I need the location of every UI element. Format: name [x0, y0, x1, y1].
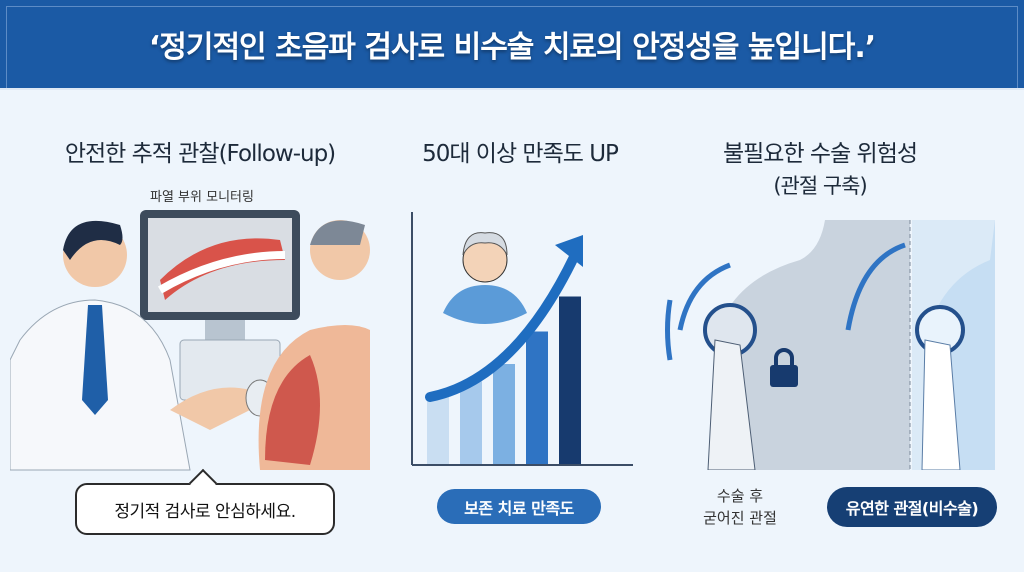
- bar-4: [526, 331, 548, 464]
- growth-arrow: [425, 250, 580, 402]
- panel3-title-line1: 불필요한 수술 위험성: [722, 141, 918, 167]
- bar-2: [460, 381, 482, 464]
- stiff-joint-caption: 수술 후 굳어진 관절: [690, 485, 790, 529]
- bar-1: [427, 396, 449, 464]
- monitor-label: 파열 부위 모니터링: [150, 190, 254, 205]
- panel2-title: 50대 이상 만족도 UP: [422, 141, 619, 167]
- bar-5: [559, 296, 581, 464]
- tie: [82, 305, 108, 415]
- satisfaction-chart: [411, 212, 633, 466]
- ultrasound-illustration: [10, 210, 370, 471]
- panel3-title-line2: (관절 구축): [773, 174, 867, 198]
- lock-icon: [770, 365, 798, 387]
- satisfaction-pill: 보존 치료 만족도: [437, 489, 601, 524]
- page-title: ‘정기적인 초음파 검사로 비수술 치료의 안정성을 높입니다.’: [148, 30, 876, 65]
- caption-line2: 굳어진 관절: [703, 509, 777, 527]
- panel1-title: 안전한 추적 관찰(Follow-up): [64, 141, 336, 167]
- speech-bubble: 정기적 검사로 안심하세요.: [75, 483, 335, 535]
- motion-arrow-flexible: [845, 242, 906, 331]
- flexible-joint-pill: 유연한 관절(비수술): [827, 487, 997, 527]
- header-banner: ‘정기적인 초음파 검사로 비수술 치료의 안정성을 높입니다.’: [0, 0, 1024, 90]
- motion-arrow: [677, 262, 731, 331]
- caption-line1: 수술 후: [716, 487, 764, 505]
- bar-3: [493, 364, 515, 464]
- senior-shirt: [443, 285, 527, 324]
- shoulder-comparison: [665, 220, 995, 470]
- header-frame: [6, 6, 1018, 88]
- arrow-head: [555, 235, 583, 267]
